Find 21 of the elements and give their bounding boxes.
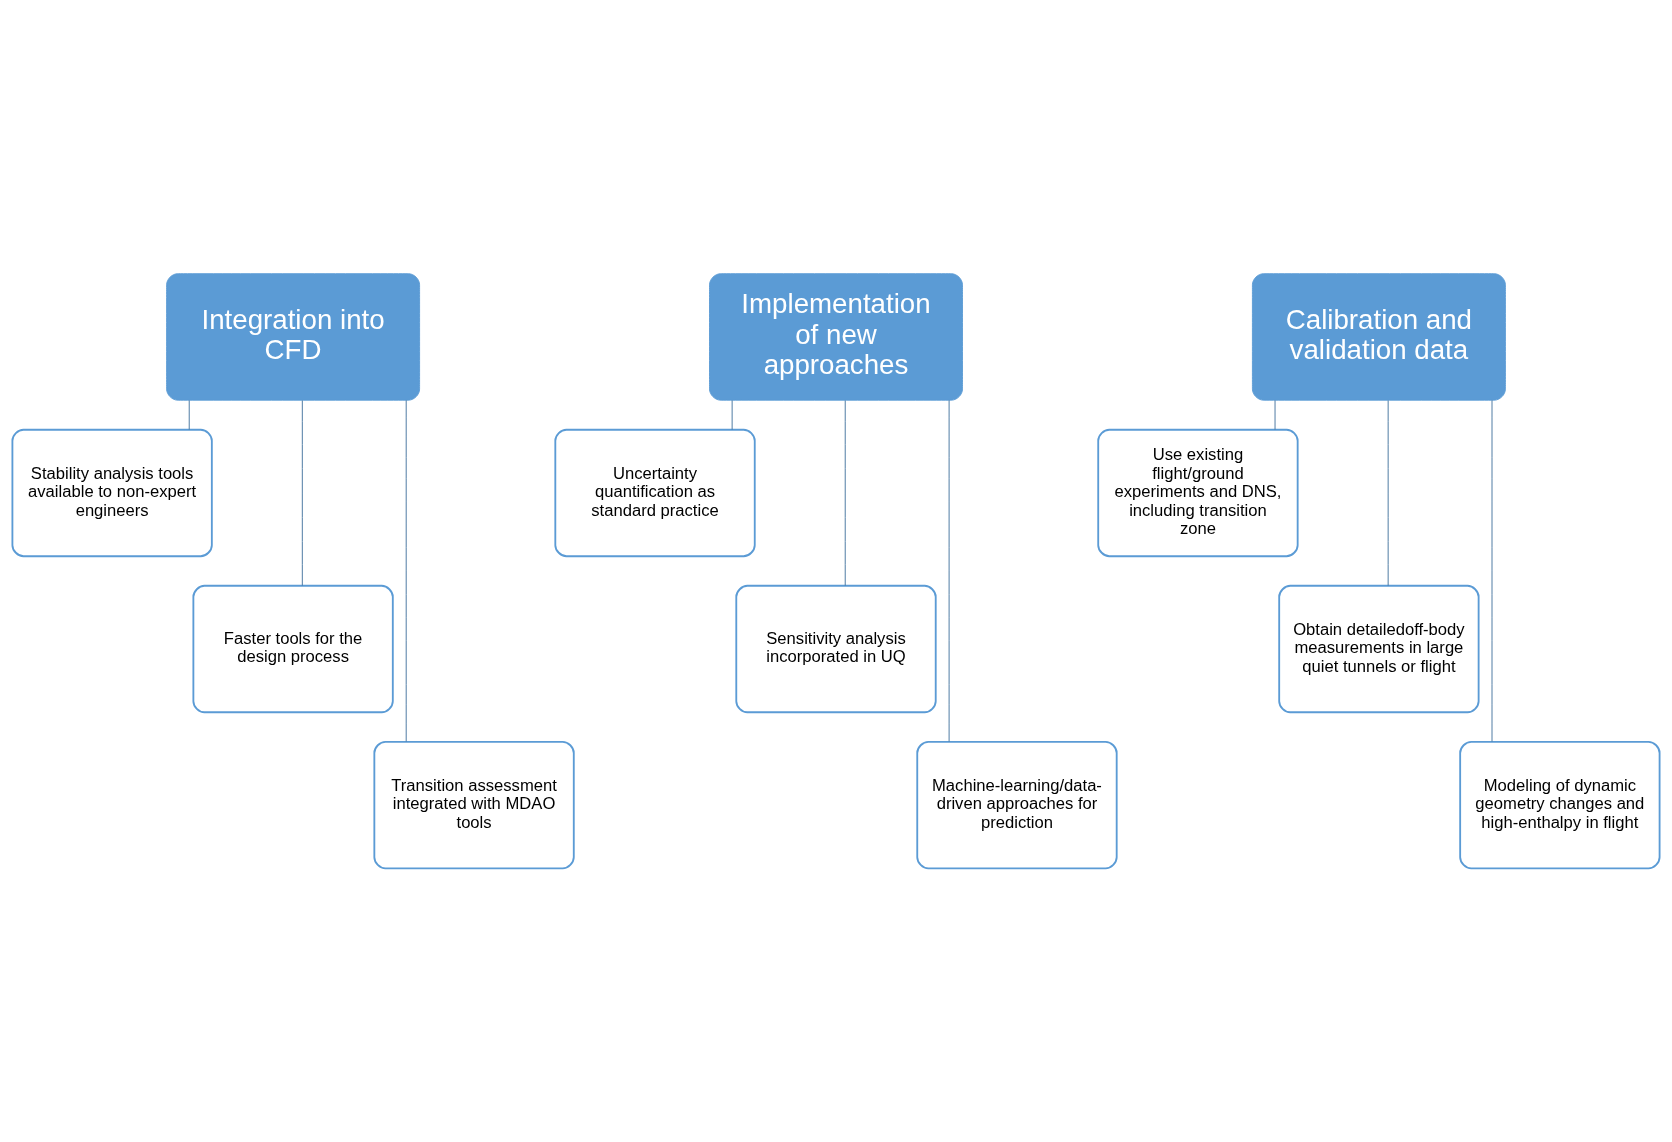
node-box: Use existing flight/ground experiments and DNS, including transition zone: [1097, 428, 1299, 558]
connector: [188, 399, 190, 431]
node-box: Implementation of new approaches: [709, 273, 963, 401]
connector: [1274, 399, 1276, 431]
node-box: Stability analysis tools available to non-expert engineers: [11, 428, 213, 558]
connector: [731, 399, 733, 431]
node-box: Obtain detailedoff-body measurements in large quiet tunnels or flight: [1278, 584, 1480, 714]
connector: [301, 400, 303, 587]
node-box: Faster tools for the design process: [192, 584, 394, 714]
node-box: Sensitivity analysis incorporated in UQ: [735, 584, 937, 714]
node-box: Transition assessment integrated with MDAO tools: [373, 740, 575, 870]
connector: [948, 399, 950, 742]
connector: [405, 399, 407, 742]
node-box: Modeling of dynamic geometry changes and high-enthalpy in flight: [1459, 740, 1661, 870]
connector: [1491, 399, 1493, 742]
connector: [1387, 400, 1389, 587]
connector: [844, 400, 846, 587]
node-box: Machine-learning/data-driven approaches for prediction: [916, 740, 1118, 870]
node-box: Uncertainty quantification as standard practice: [554, 428, 756, 558]
node-box: Integration into CFD: [166, 273, 421, 401]
node-box: Calibration and validation data: [1251, 273, 1506, 401]
